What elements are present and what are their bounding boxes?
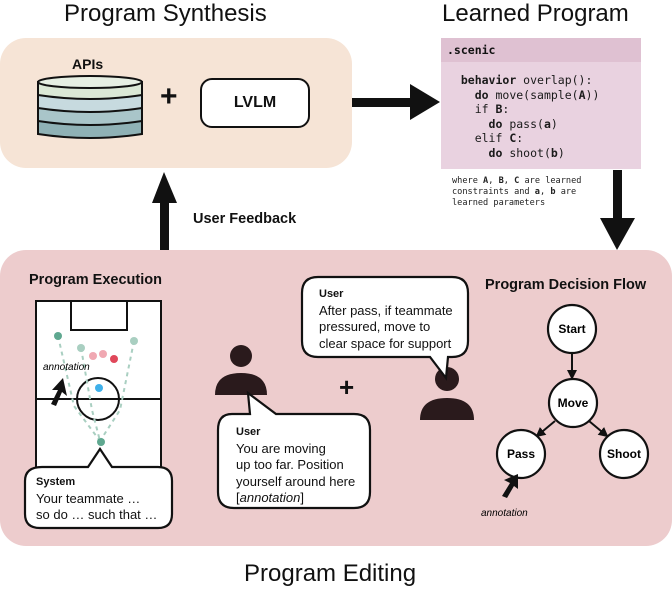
apis-label: APIs bbox=[72, 56, 104, 72]
user-bubble-bottom-text: User You are moving up too far. Position… bbox=[236, 424, 355, 507]
code-file-name: .scenic bbox=[447, 43, 496, 57]
ball-marker bbox=[95, 384, 103, 392]
code-block: behavior overlap(): do move(sample(A)) i… bbox=[447, 73, 600, 160]
program-synthesis-title: Program Synthesis bbox=[64, 0, 267, 27]
arrow-to-program-editing bbox=[600, 170, 635, 250]
execution-annotation-label: annotation bbox=[43, 362, 90, 373]
user-bubble-annotation-ref: annotation bbox=[239, 490, 301, 505]
system-bubble-text: System Your teammate … so do … such that… bbox=[36, 474, 157, 524]
teammate-marker bbox=[77, 344, 85, 352]
node-pass-label: Pass bbox=[507, 447, 535, 461]
penalty-box bbox=[70, 300, 128, 331]
opponent-marker bbox=[110, 355, 118, 363]
player-markers bbox=[54, 332, 138, 446]
node-start-label: Start bbox=[558, 322, 585, 336]
code-note-line: where A, B, C are learned bbox=[452, 176, 582, 186]
db-layer bbox=[37, 107, 143, 126]
user-speech-bubble-bottom bbox=[216, 390, 372, 510]
user-bubble-bottom-line-4: [annotation] bbox=[236, 490, 304, 505]
user-bubble-bottom-speaker: User bbox=[236, 426, 261, 438]
opponent-marker bbox=[99, 350, 107, 358]
node-pass bbox=[495, 428, 547, 480]
teammate-marker bbox=[54, 332, 62, 340]
node-move-label: Move bbox=[558, 396, 589, 410]
annotation-pointer-icon bbox=[51, 378, 67, 406]
code-note-line: constraints and a, b are bbox=[452, 187, 577, 197]
user-bubble-top-line-2: pressured, move to bbox=[319, 319, 431, 334]
system-bubble-line-2: so do … such that … bbox=[36, 507, 158, 522]
node-shoot-label: Shoot bbox=[607, 447, 641, 461]
learned-program-title: Learned Program bbox=[442, 0, 629, 27]
program-editing-title: Program Editing bbox=[244, 560, 417, 587]
edge-move-pass bbox=[535, 420, 556, 438]
code-line: elif C: bbox=[447, 131, 524, 145]
opponent-marker bbox=[89, 352, 97, 360]
node-move bbox=[547, 377, 599, 429]
user-avatar-left-icon bbox=[215, 345, 267, 395]
decision-flow-graph: Start Move Pass Shoot annotation bbox=[481, 303, 650, 519]
db-layer bbox=[37, 120, 143, 139]
code-file-header bbox=[441, 38, 641, 62]
plus-sign-users: + bbox=[339, 372, 355, 402]
arrow-to-learned-program bbox=[352, 84, 440, 120]
lvlm-box: LVLM bbox=[200, 78, 310, 128]
program-execution-title: Program Execution bbox=[29, 272, 162, 288]
node-start bbox=[546, 303, 598, 355]
user-bubble-top-speaker: User bbox=[319, 288, 344, 300]
system-bubble-speaker: System bbox=[36, 476, 76, 488]
flow-annotation-label: annotation bbox=[481, 508, 528, 519]
code-note-line: learned parameters bbox=[452, 198, 546, 208]
code-note: where A, B, C are learned constraints an… bbox=[452, 176, 581, 209]
user-bubble-top-line-3: clear space for support bbox=[319, 335, 452, 351]
user-feedback-arrow bbox=[152, 172, 177, 250]
teammate-marker bbox=[130, 337, 138, 345]
db-layer bbox=[37, 94, 143, 113]
code-line: behavior overlap(): bbox=[460, 73, 593, 87]
code-line: do shoot(b) bbox=[488, 145, 565, 160]
db-top bbox=[37, 75, 143, 89]
user-bubble-top-line-1: After pass, if teammate bbox=[319, 302, 453, 318]
user-feedback-label: User Feedback bbox=[193, 211, 297, 227]
code-line: if B: bbox=[447, 102, 510, 116]
program-decision-flow-title: Program Decision Flow bbox=[485, 277, 647, 293]
user-bubble-bottom-line-2: up too far. Position bbox=[236, 457, 344, 472]
user-bubble-bottom-line-3: yourself around here bbox=[236, 473, 356, 489]
flow-annotation-pointer-icon bbox=[502, 474, 518, 498]
plus-sign-synthesis: + bbox=[160, 80, 178, 113]
user-bubble-top-text: User After pass, if teammate pressured, … bbox=[319, 286, 453, 352]
code-line: do move(sample(A)) bbox=[474, 87, 600, 102]
teammate-marker bbox=[97, 438, 105, 446]
edge-move-shoot bbox=[588, 420, 609, 438]
center-circle bbox=[76, 377, 120, 421]
user-speech-bubble-top bbox=[300, 275, 470, 381]
code-line: do pass(a) bbox=[488, 116, 558, 131]
system-speech-bubble bbox=[23, 447, 174, 530]
user-bubble-bottom-line-1: You are moving bbox=[236, 440, 326, 456]
node-shoot bbox=[598, 428, 650, 480]
system-bubble-line-1: Your teammate … bbox=[36, 490, 141, 506]
